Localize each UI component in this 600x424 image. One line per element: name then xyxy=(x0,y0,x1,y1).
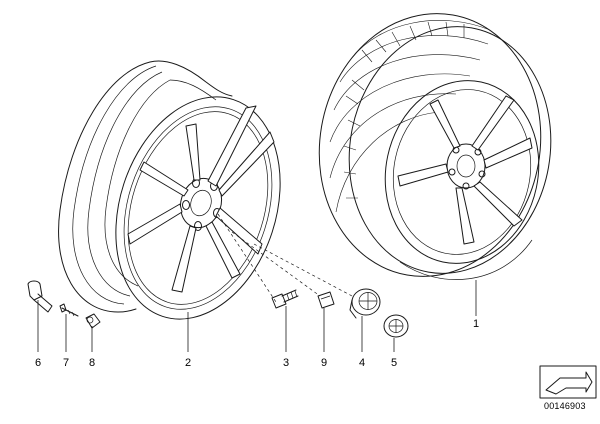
reference-number: 00146903 xyxy=(544,401,586,411)
sticker-plate-drawing xyxy=(317,291,335,309)
callout-4: 4 xyxy=(358,357,366,369)
callout-5: 5 xyxy=(390,357,398,369)
callout-8: 8 xyxy=(88,357,96,369)
hub-cap-drawing xyxy=(349,288,381,319)
wheel-bolt-drawing xyxy=(271,289,299,309)
callout-9: 9 xyxy=(320,357,328,369)
rim-drawing xyxy=(58,60,281,320)
callout-1: 1 xyxy=(472,318,480,330)
valve-stem-drawing xyxy=(27,280,53,313)
leader-lines xyxy=(37,280,477,352)
assembly-lines xyxy=(217,213,353,303)
callout-7: 7 xyxy=(62,357,70,369)
emblem-drawing xyxy=(383,314,409,338)
complete-wheel-drawing xyxy=(318,13,552,280)
callout-6: 6 xyxy=(34,357,42,369)
callout-2: 2 xyxy=(184,357,192,369)
reference-symbol xyxy=(539,365,597,399)
valve-cap-drawing xyxy=(85,313,101,329)
callout-3: 3 xyxy=(282,357,290,369)
valve-insert-drawing xyxy=(59,303,79,317)
